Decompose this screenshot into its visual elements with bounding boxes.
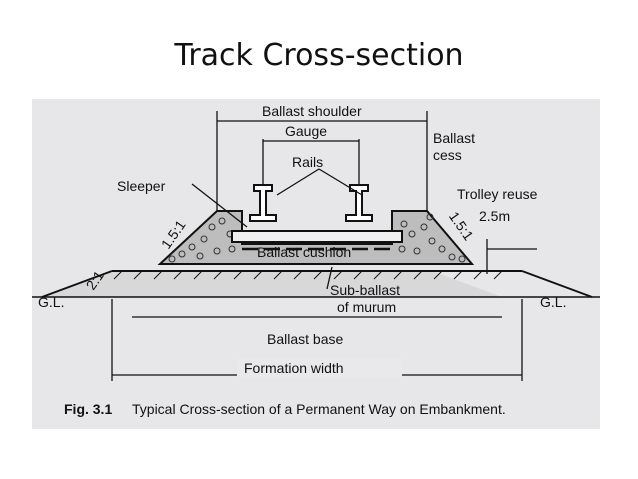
ground-level-right-label: G.L. [540, 294, 566, 310]
sleeper-bar [231, 230, 403, 243]
figure-caption: Typical Cross-section of a Permanent Way… [132, 401, 506, 417]
formation-width-label: Formation width [244, 360, 344, 376]
ground-level-left-label: G.L. [38, 294, 64, 310]
sub-ballast-label: Sub-ballast [330, 282, 400, 298]
figure-number: Fig. 3.1 [64, 401, 112, 417]
ballast-base-label: Ballast base [267, 331, 343, 347]
cess-label: cess [433, 147, 462, 163]
murum-label: of murum [337, 299, 396, 315]
ballast-shoulder-label: Ballast shoulder [262, 103, 362, 119]
gauge-label: Gauge [285, 123, 327, 139]
slide-title: Track Cross-section [174, 38, 464, 73]
trolley-reuse-label: Trolley reuse [457, 186, 538, 202]
trolley-width-label: 2.5m [479, 208, 510, 224]
embankment [32, 270, 600, 298]
rails-label: Rails [292, 154, 323, 170]
cross-section-diagram: Ballast shoulder Gauge Rails Ballast ces… [32, 99, 600, 429]
ballast-section [157, 210, 475, 265]
cross-section-figure: Ballast shoulder Gauge Rails Ballast ces… [32, 99, 600, 429]
ballast-cushion-label: Ballast cushion [257, 244, 351, 260]
sleeper-label: Sleeper [117, 178, 166, 194]
ballast-cess-label: Ballast [433, 130, 475, 146]
